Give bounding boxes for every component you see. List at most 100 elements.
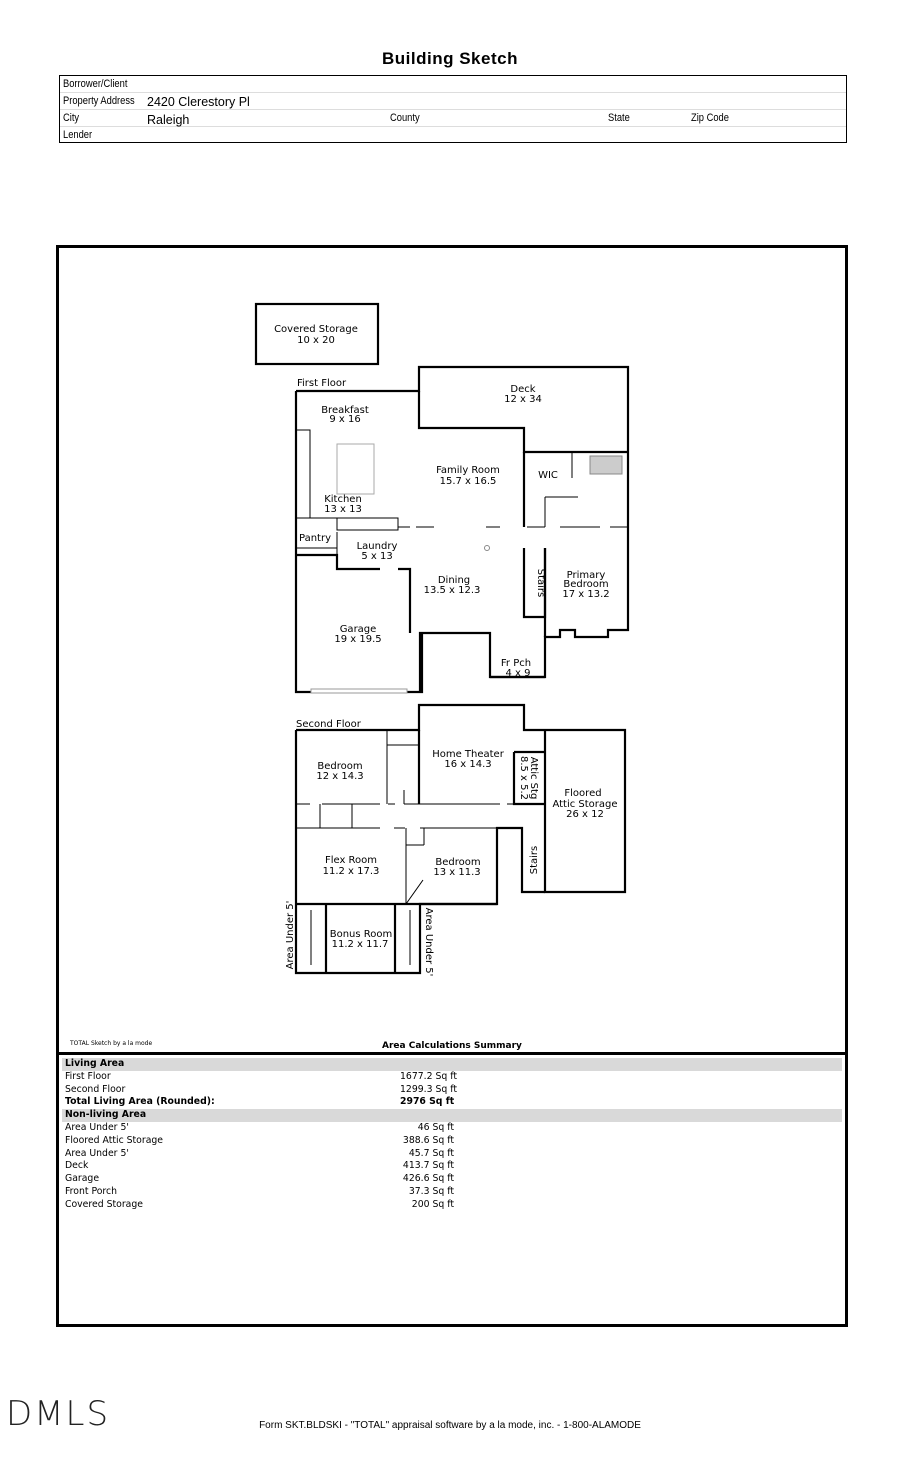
- row-value: 46 Sq ft: [417, 1121, 454, 1133]
- county-label: County: [390, 112, 420, 124]
- bedroom-2-label: Bedroom: [317, 761, 362, 772]
- ceiling-fixture: [484, 545, 490, 551]
- address-label: Property Address: [63, 95, 135, 107]
- row-label: Garage: [65, 1173, 100, 1185]
- row-label: Floored Attic Storage: [65, 1134, 164, 1146]
- bonus-room-label: Bonus Room: [330, 929, 393, 940]
- summary-row: Garage 426.6 Sq ft: [62, 1173, 842, 1186]
- covered-storage-outline: [254, 302, 380, 366]
- kitchen-island: [336, 443, 375, 495]
- laundry-dims: 5 x 13: [361, 551, 392, 562]
- bonus-room-dims: 11.2 x 11.7: [332, 939, 389, 950]
- flex-room-label: Flex Room: [325, 855, 377, 866]
- stairs-1-label: Stairs: [535, 569, 546, 598]
- city-value: Raleigh: [147, 113, 190, 127]
- address-value: 2420 Clerestory Pl: [147, 95, 250, 109]
- garage-laundry-wall: [296, 553, 412, 633]
- primary-bedroom-label-2: Bedroom: [563, 579, 608, 590]
- bedroom-2-dims: 12 x 14.3: [316, 771, 363, 782]
- page-title: Building Sketch: [382, 49, 518, 68]
- row-value: 200 Sq ft: [411, 1198, 454, 1210]
- dining-label: Dining: [438, 575, 470, 586]
- laundry-label: Laundry: [357, 541, 398, 552]
- summary-row: Area Under 5' 46 Sq ft: [62, 1122, 842, 1135]
- bath-partitions: [544, 451, 628, 527]
- bedroom-3-dims: 13 x 11.3: [433, 867, 480, 878]
- deck-wall: [417, 391, 628, 454]
- floor-plan: Covered Storage 10 x 20 First Floor Deck…: [254, 302, 630, 976]
- row-value: 37.3 Sq ft: [408, 1185, 454, 1197]
- dining-dims: 13.5 x 12.3: [424, 585, 481, 596]
- sketch-frame: [56, 245, 848, 1327]
- borrower-row: Borrower/Client: [60, 76, 846, 93]
- row-label: Front Porch: [65, 1185, 118, 1197]
- deck-dims: 12 x 34: [504, 394, 542, 405]
- borrower-label: Borrower/Client: [63, 78, 128, 90]
- total-row: Total Living Area (Rounded):2976 Sq ft: [62, 1096, 842, 1109]
- garage-label: Garage: [340, 624, 377, 635]
- breakfast-label: Breakfast: [321, 405, 369, 416]
- summary-divider: [56, 1052, 848, 1055]
- row-label: Second Floor: [65, 1083, 126, 1095]
- row-label: Covered Storage: [65, 1198, 143, 1210]
- home-theater-label: Home Theater: [432, 749, 505, 760]
- garage-dims: 19 x 19.5: [334, 634, 381, 645]
- floored-attic-dims: 26 x 12: [566, 809, 604, 820]
- bedroom-3-label: Bedroom: [435, 857, 480, 868]
- lender-row: Lender: [60, 127, 846, 143]
- kitchen-dims: 13 x 13: [324, 504, 362, 515]
- total-label: Total Living Area (Rounded):: [65, 1096, 215, 1108]
- row-value: 1677.2 Sq ft: [400, 1070, 457, 1082]
- family-room-dims: 15.7 x 16.5: [440, 476, 497, 487]
- primary-bedroom-label: Primary: [567, 570, 606, 581]
- row-value: 413.7 Sq ft: [402, 1160, 454, 1172]
- area-under-left-label: Area Under 5': [285, 901, 296, 970]
- floored-attic-label-2: Attic Storage: [552, 799, 617, 810]
- primary-bedroom-dims: 17 x 13.2: [562, 589, 609, 600]
- row-value: 426.6 Sq ft: [402, 1173, 454, 1185]
- family-room-label: Family Room: [436, 465, 500, 476]
- covered-storage-label: Covered Storage: [274, 324, 358, 335]
- flex-room-dims: 11.2 x 17.3: [323, 866, 380, 877]
- home-theater-dims: 16 x 14.3: [444, 759, 491, 770]
- breakfast-dims: 9 x 16: [329, 414, 360, 425]
- attic-stg-dims: 8.5 x 5.2: [518, 756, 529, 800]
- front-porch-dims: 4 x 9: [506, 668, 531, 679]
- shower-icon: [589, 455, 623, 475]
- summary-row: Front Porch 37.3 Sq ft: [62, 1186, 842, 1199]
- first-floor-label: First Floor: [297, 378, 347, 389]
- row-label: Area Under 5': [65, 1121, 129, 1133]
- summary-row: Area Under 5'45.7 Sq ft: [62, 1148, 842, 1161]
- zip-label: Zip Code: [691, 112, 729, 124]
- nonliving-header-text: Non-living Area: [65, 1109, 147, 1121]
- row-label: Deck: [65, 1160, 89, 1172]
- area-under-right-label: Area Under 5': [423, 908, 434, 977]
- row-value: 388.6 Sq ft: [402, 1134, 454, 1146]
- row-label: Area Under 5': [65, 1147, 129, 1159]
- knee-wall-lines: [310, 910, 411, 965]
- room-labels: Covered Storage 10 x 20 First Floor Deck…: [274, 324, 617, 976]
- first-floor-partitions: [296, 526, 628, 569]
- second-floor-outline-top: [296, 703, 627, 894]
- garage-door: [310, 688, 408, 694]
- covered-storage-dims: 10 x 20: [297, 335, 335, 346]
- form-footer: Form SKT.BLDSKI - "TOTAL" appraisal soft…: [259, 1420, 641, 1431]
- pantry-label: Pantry: [299, 533, 331, 544]
- wic-label: WIC: [538, 470, 558, 481]
- summary-row: Floored Attic Storage 388.6 Sq ft: [62, 1135, 842, 1148]
- kitchen-counters: [296, 429, 434, 531]
- living-area-header: Living Area: [62, 1058, 842, 1071]
- second-floor-label: Second Floor: [296, 719, 362, 730]
- deck-label: Deck: [510, 384, 535, 395]
- interior-lines: [296, 429, 628, 965]
- lender-label: Lender: [63, 129, 93, 141]
- bonus-walls: [296, 902, 497, 973]
- address-row: Property Address 2420 Clerestory Pl: [60, 93, 846, 110]
- nonliving-area-header: Non-living Area: [62, 1109, 842, 1122]
- kitchen-label: Kitchen: [324, 494, 362, 505]
- attic-stg-label: Attic Stg: [528, 757, 539, 800]
- hall-wall-lower: [296, 804, 497, 829]
- stairs-2-label: Stairs: [529, 846, 540, 875]
- floored-attic-label: Floored: [564, 788, 601, 799]
